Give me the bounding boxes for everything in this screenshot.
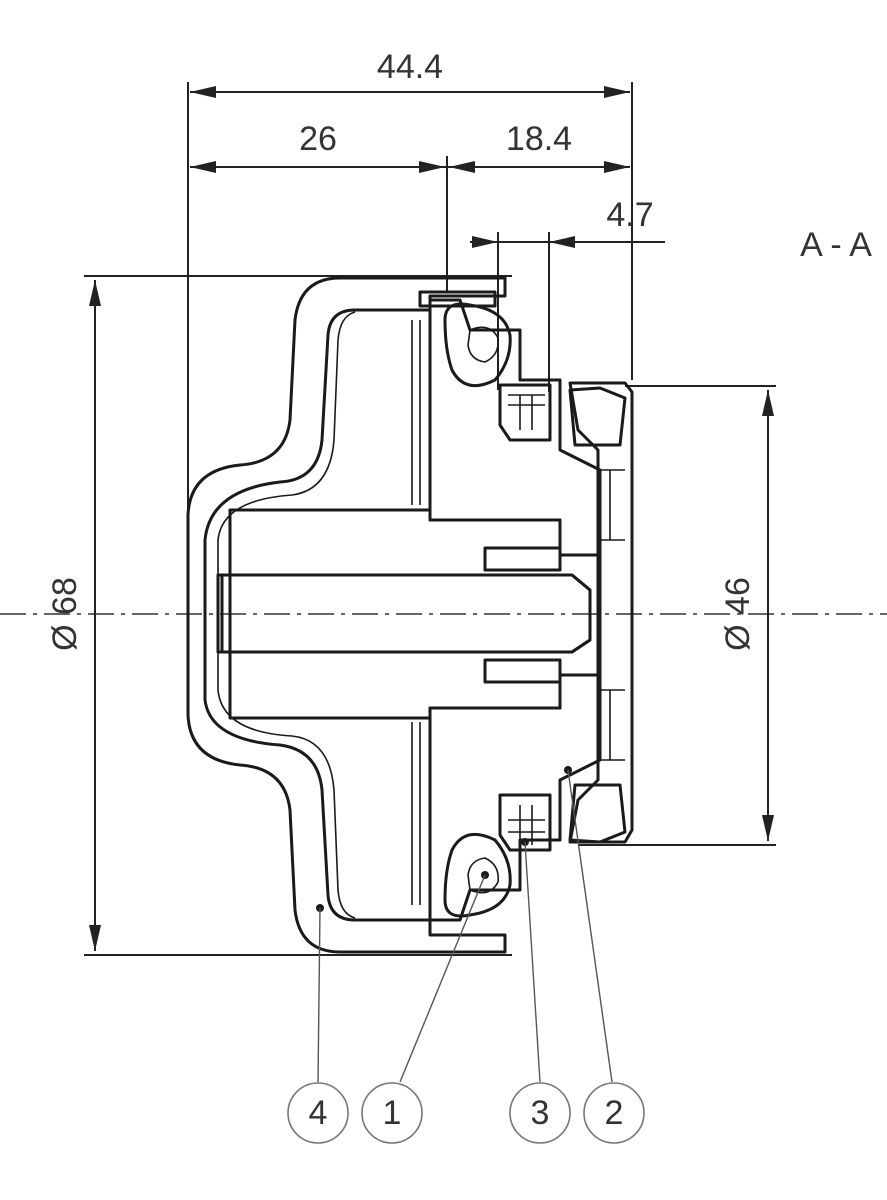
right-face-plate: [568, 381, 634, 844]
svg-text:2: 2: [605, 1094, 624, 1132]
dim-small-offset: 4.7: [606, 196, 653, 234]
balloon-4: 4: [287, 1082, 349, 1144]
main-body-disc: [428, 298, 602, 922]
cover-inner-line: [217, 311, 356, 919]
face-detail-lines: [598, 469, 625, 761]
svg-text:1: 1: [383, 1094, 402, 1132]
hub-knurl-lines: [411, 320, 421, 905]
dim-outer-diameter: Ø 68: [46, 577, 84, 651]
dimension-lines: [89, 86, 774, 951]
lower-bearing-hatch: [508, 805, 545, 845]
lower-lip-seal-inner: [467, 857, 500, 894]
upper-seal-ring: [568, 386, 627, 447]
upper-lip-seal: [443, 302, 512, 388]
balloon-3: 3: [509, 1082, 571, 1144]
upper-bearing-block: [498, 383, 552, 442]
upper-lip-seal-inner: [467, 326, 500, 363]
svg-text:3: 3: [531, 1094, 550, 1132]
leader-lines: [317, 769, 613, 1083]
svg-text:4: 4: [309, 1094, 328, 1132]
dim-inner-diameter: Ø 46: [719, 577, 757, 651]
section-label: A - A: [800, 226, 872, 264]
shaft-bore: [216, 573, 592, 654]
balloon-2: 2: [583, 1082, 645, 1144]
balloon-1: 1: [361, 1082, 423, 1144]
lower-seal-ring: [568, 783, 627, 844]
lower-bearing-block: [498, 793, 552, 852]
lower-lip-seal: [443, 832, 512, 918]
dim-overall-length: 44.4: [377, 48, 443, 86]
outer-cover-shell: [186, 276, 507, 954]
dim-left-length: 26: [299, 120, 337, 158]
dim-right-length: 18.4: [506, 120, 572, 158]
upper-bearing-hatch: [508, 394, 545, 430]
shaft-key-slots: [483, 546, 562, 684]
